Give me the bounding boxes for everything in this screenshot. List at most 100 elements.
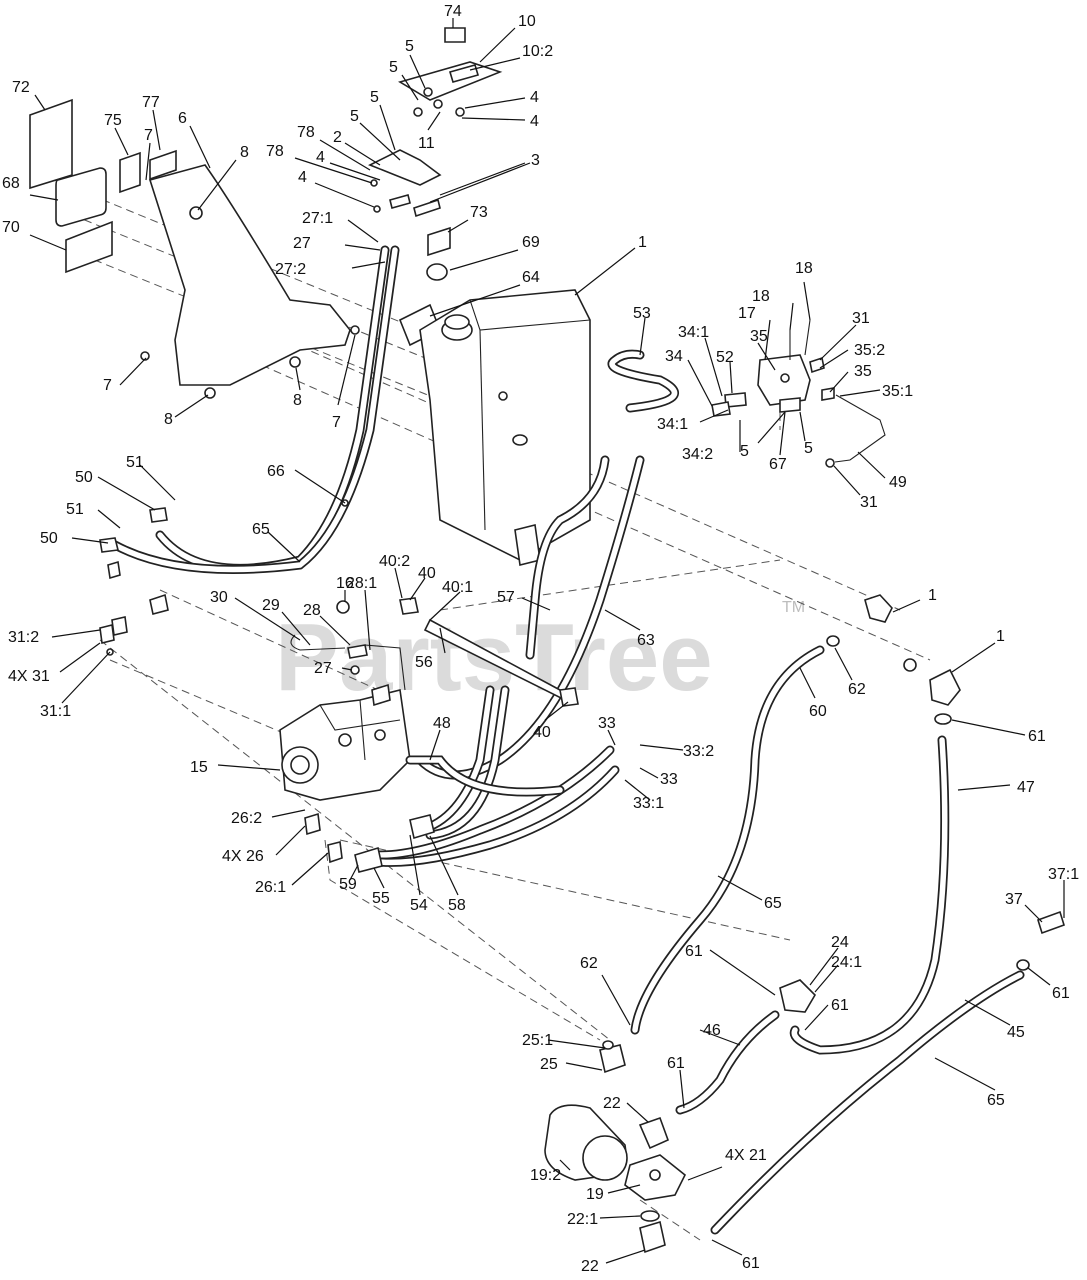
valve-block — [711, 319, 886, 468]
callout: 27:2 — [275, 261, 306, 278]
callout: 56 — [415, 654, 433, 671]
callout: 3 — [531, 152, 540, 169]
callout: 68 — [2, 175, 20, 192]
callout: 70 — [2, 219, 20, 236]
callout: 4 — [530, 89, 539, 106]
console-plate — [140, 164, 360, 399]
callout: 62 — [580, 955, 598, 972]
callout: 75 — [104, 112, 122, 129]
callout: 6 — [178, 110, 187, 127]
callout: 69 — [522, 234, 540, 251]
callout: 22 — [603, 1095, 621, 1112]
top-bracket-assembly — [368, 27, 503, 218]
callout: 4 — [530, 113, 539, 130]
callout: 33:2 — [683, 743, 714, 760]
callout: 1 — [638, 234, 647, 251]
callout: 7 — [103, 377, 112, 394]
callout: 18 — [752, 288, 770, 305]
callout: 48 — [433, 715, 451, 732]
callout: 65 — [764, 895, 782, 912]
callout: 5 — [405, 38, 414, 55]
callout: 16 — [336, 575, 354, 592]
callout: 63 — [637, 632, 655, 649]
callout: 61 — [831, 997, 849, 1014]
callout: 78 — [266, 143, 284, 160]
callout: 45 — [1007, 1024, 1025, 1041]
callout: 35:2 — [854, 342, 885, 359]
callout: 1 — [928, 587, 937, 604]
callout: 5 — [740, 443, 749, 460]
callout: 11 — [418, 135, 435, 152]
callout: 40:2 — [379, 553, 410, 570]
callout: 24:1 — [831, 954, 862, 971]
callout: 8 — [240, 144, 249, 161]
callout: 5 — [804, 440, 813, 457]
callout: 27:1 — [302, 210, 333, 227]
callout: 51 — [126, 454, 144, 471]
callout: 58 — [448, 897, 466, 914]
callout: 8 — [293, 392, 302, 409]
callout: 1 — [996, 628, 1005, 645]
callout: 51 — [66, 501, 84, 518]
callout: 34:1 — [678, 324, 709, 341]
callout: 34 — [665, 348, 683, 365]
callout: 35 — [854, 363, 872, 380]
callout: 18 — [795, 260, 813, 277]
callout: 35:1 — [882, 383, 913, 400]
callout: 34:1 — [657, 416, 688, 433]
callout: 31 — [852, 310, 870, 327]
callout: 33 — [660, 771, 678, 788]
filter-assembly — [544, 1040, 687, 1254]
hydraulic-tank — [419, 289, 591, 566]
callout: 53 — [633, 305, 651, 322]
callout: 31 — [860, 494, 878, 511]
callout: 25 — [540, 1056, 558, 1073]
callout: 4X 21 — [725, 1147, 767, 1164]
callout: 37 — [1005, 891, 1023, 908]
callout: 27 — [314, 660, 332, 677]
callout: 65 — [252, 521, 270, 538]
callout: 15 — [190, 759, 208, 776]
callout: 33 — [598, 715, 616, 732]
callout: 59 — [339, 876, 357, 893]
elbow-fittings — [826, 594, 961, 725]
callout: 5 — [389, 59, 398, 76]
callout: 61 — [667, 1055, 685, 1072]
line-56 — [399, 597, 579, 707]
callout: 22:1 — [567, 1211, 598, 1228]
decal-panels — [29, 98, 177, 274]
callout: 27 — [293, 235, 311, 252]
callout: 10 — [518, 13, 536, 30]
callout: 31:2 — [8, 629, 39, 646]
console-hoses — [110, 245, 400, 574]
callout: 5 — [370, 89, 379, 106]
hydro-pump — [279, 683, 411, 801]
callout: 47 — [1017, 779, 1035, 796]
watermark-trademark: TM — [782, 599, 805, 616]
callout: 33:1 — [633, 795, 664, 812]
callout: 40 — [418, 565, 436, 582]
callout: 60 — [809, 703, 827, 720]
callout: 17 — [738, 305, 756, 322]
callout: 65 — [987, 1092, 1005, 1109]
callout: 74 — [444, 3, 462, 20]
callout: 24 — [831, 934, 849, 951]
callout: 37:1 — [1048, 866, 1079, 883]
callout: 4 — [298, 169, 307, 186]
pump-hoses — [304, 685, 620, 873]
callout: 10:2 — [522, 43, 553, 60]
callout: 40:1 — [442, 579, 473, 596]
callout: 28:1 — [346, 575, 377, 592]
callout: 30 — [210, 589, 228, 606]
callout: 35 — [750, 328, 768, 345]
callout: 25:1 — [522, 1032, 553, 1049]
callout: 61 — [1052, 985, 1070, 1002]
callout: 34:2 — [682, 446, 713, 463]
callout: 61 — [1028, 728, 1046, 745]
tank-hoses — [415, 455, 645, 780]
callout: 73 — [470, 204, 488, 221]
callout: 57 — [497, 589, 515, 606]
callout: 67 — [769, 456, 787, 473]
callout: 19:2 — [530, 1167, 561, 1184]
suction-hoses — [630, 645, 1025, 1235]
